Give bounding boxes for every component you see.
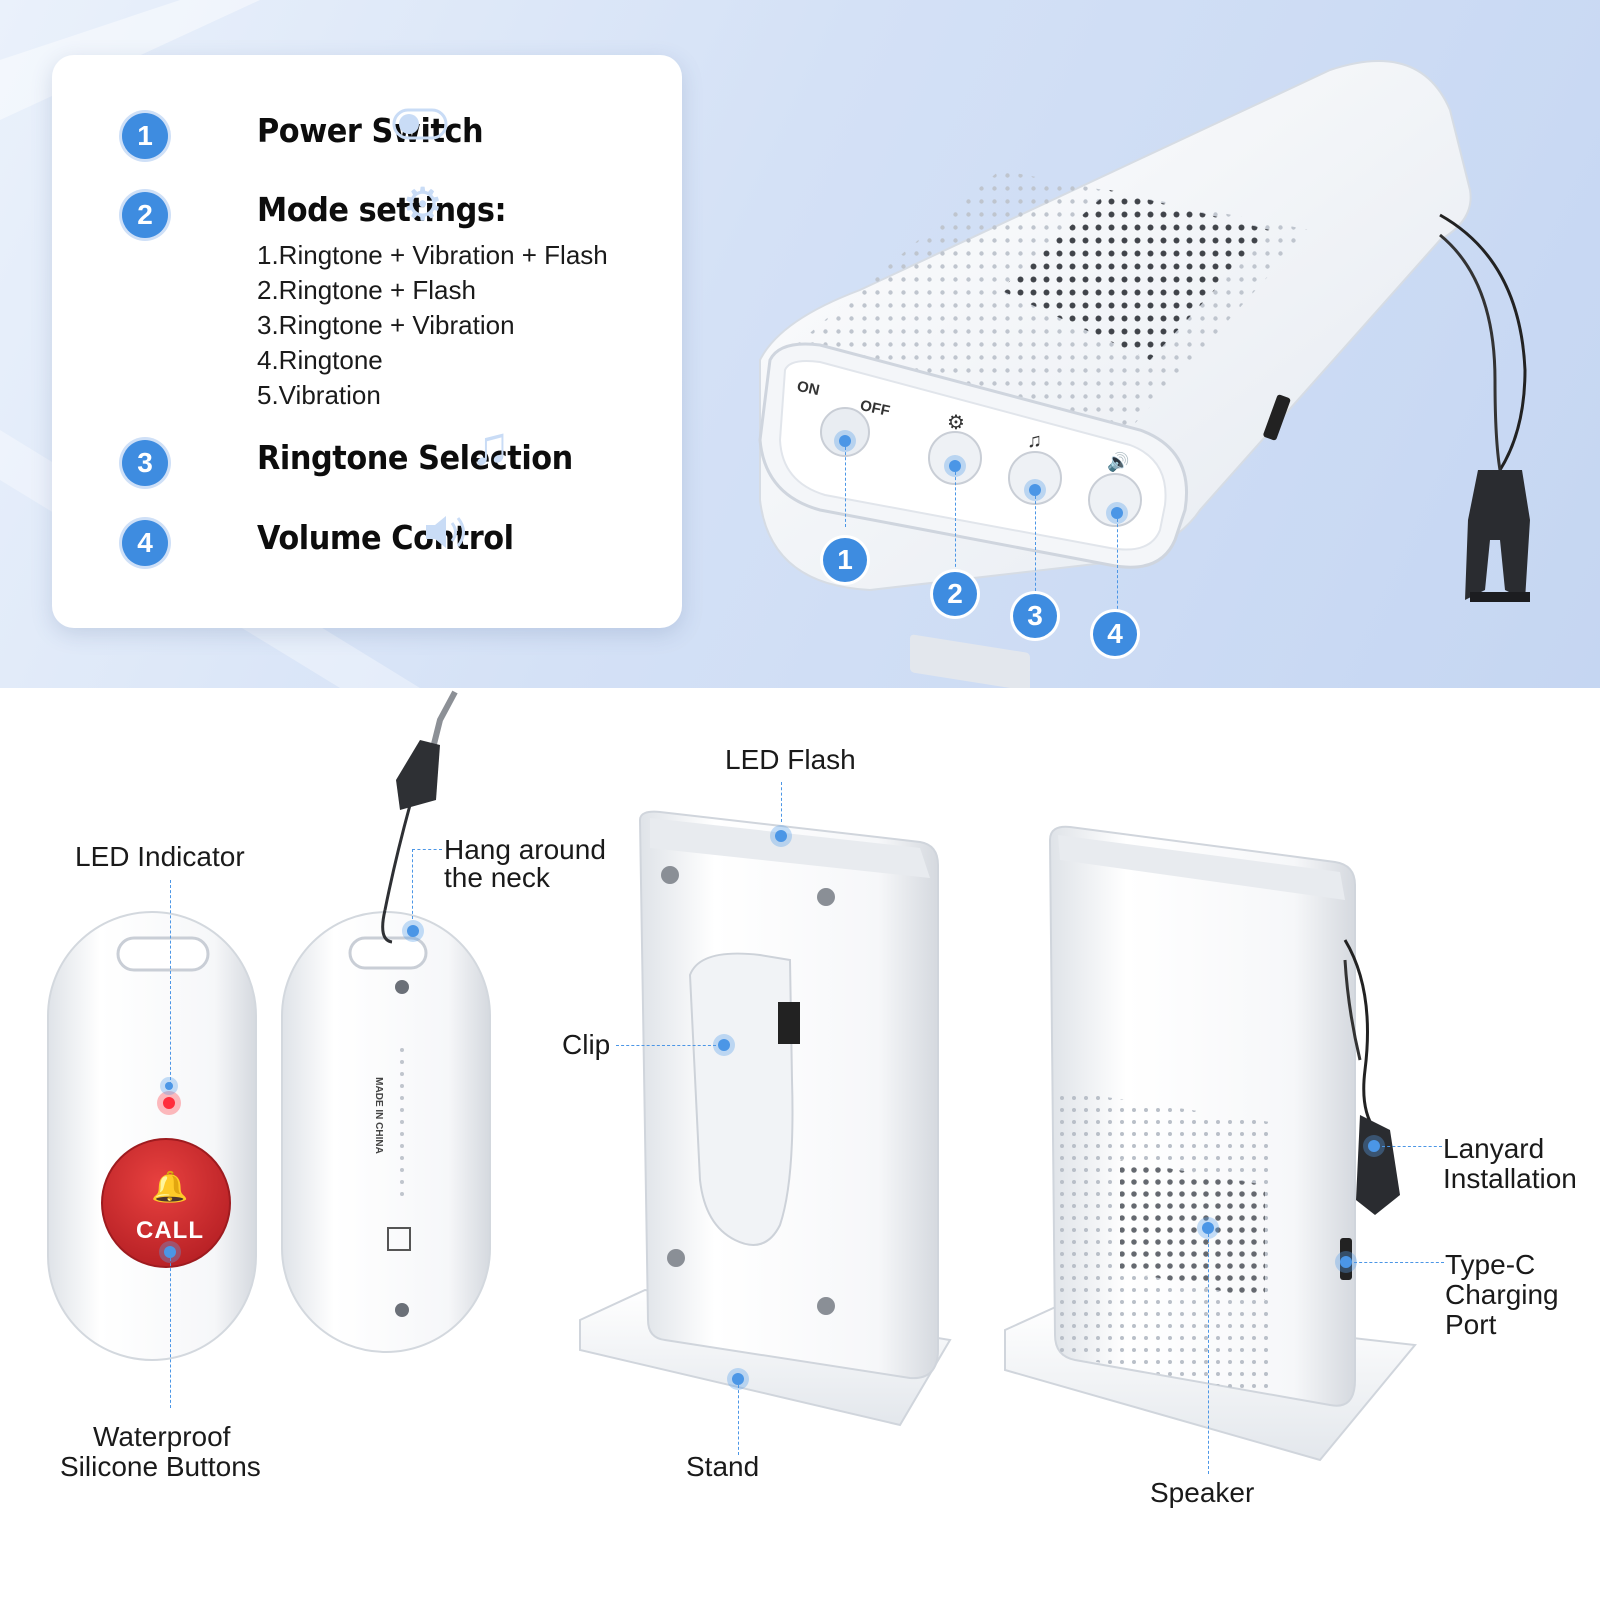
lanyard-installation-dot [1368,1140,1380,1152]
receiver-device-illustration [758,60,1530,688]
lanyard-hole-dot [407,925,419,937]
label-typec-1: Type-C [1445,1249,1536,1280]
callout-line-hang-h [412,849,442,850]
callout-line-button [170,1258,171,1408]
callout-line-lanyard [1382,1146,1442,1147]
feature-row-ringtone: 3 [122,440,168,486]
ringtone-button-dot [1029,484,1041,496]
callout-number-4: 4 [1093,612,1137,656]
callout-number-3: 3 [1013,594,1057,638]
callout-line-2 [955,472,956,572]
feature-title-volume: Volume Control [257,518,514,557]
feature-number: 3 [122,440,168,486]
call-button-dot [164,1246,176,1258]
label-hang-2: the neck [444,862,550,893]
label-waterproof-2: Silicone Buttons [60,1451,261,1482]
label-hang-1: Hang around [444,834,606,865]
toggle-icon [392,108,448,140]
label-led-indicator: LED Indicator [75,841,245,872]
callout-line-hang-v [412,849,413,919]
feature-row-mode: 2 [122,192,168,238]
callout-line-1 [845,447,846,527]
mode-item: 4.Ringtone [257,345,383,375]
feature-number: 1 [122,113,168,159]
feature-card: 1 Power Switch 2 Mode settings: ⚙ 1.Ring… [52,55,682,628]
label-lanyard-2: Installation [1443,1163,1577,1194]
mode-item: 3.Ringtone + Vibration [257,310,515,340]
label-lanyard-1: Lanyard [1443,1133,1545,1164]
callout-number-1: 1 [823,538,867,582]
label-waterproof-1: Waterproof [93,1421,231,1452]
label-led-flash: LED Flash [725,744,856,775]
led-flash-dot [775,830,787,842]
clip-dot [718,1039,730,1051]
label-typec-3: Port [1445,1309,1497,1340]
callout-line-4 [1117,519,1118,619]
stand-dot [732,1373,744,1385]
mode-item: 5.Vibration [257,380,381,410]
mode-list: 1.Ringtone + Vibration + Flash 2.Rington… [257,238,608,413]
callout-line-speaker [1208,1234,1209,1474]
feature-title-ringtone: Ringtone Selection [257,438,573,477]
music-note-icon: ♫ [1027,430,1042,452]
label-stand: Stand [686,1451,760,1482]
callout-line-typec [1354,1262,1444,1263]
label-speaker: Speaker [1150,1477,1255,1508]
callout-line-3 [1035,496,1036,596]
gear-icon: ⚙ [402,178,444,230]
label-clip: Clip [562,1029,611,1060]
speaker-volume-icon [426,516,465,548]
top-banner: ON OFF ⚙ ♫ 🔊 1 2 3 4 1 Power Switch 2 Mo… [0,0,1600,688]
volume-button-dot [1111,507,1123,519]
music-note-icon: ♫ [470,416,511,476]
feature-number: 2 [122,192,168,238]
mode-item: 2.Ringtone + Flash [257,275,476,305]
power-switch-dot [839,435,851,447]
label-typec-2: Charging [1445,1279,1559,1310]
speaker-dot [1202,1222,1214,1234]
type-c-port-dot [1340,1256,1352,1268]
led-indicator-dot [163,1097,175,1109]
speaker-volume-icon: 🔊 [1107,452,1130,472]
mode-item: 1.Ringtone + Vibration + Flash [257,240,608,270]
feature-row-power: 1 [122,113,168,159]
feature-title-mode: Mode settings: [257,190,507,229]
feature-row-volume: 4 [122,520,168,566]
alarm-bell-icon: 🔔 [151,1171,189,1204]
callout-line-clip [616,1045,716,1046]
mode-button-dot [949,460,961,472]
call-button-label: CALL [136,1217,204,1244]
callout-line-stand [738,1385,739,1455]
feature-number: 4 [122,520,168,566]
callout-line-flash [781,782,782,822]
gear-icon: ⚙ [947,412,965,434]
callout-number-2: 2 [933,572,977,616]
made-in-label: MADE IN CHINA [372,1077,384,1154]
led-indicator-marker [165,1082,173,1090]
callout-line-led [170,880,171,1085]
